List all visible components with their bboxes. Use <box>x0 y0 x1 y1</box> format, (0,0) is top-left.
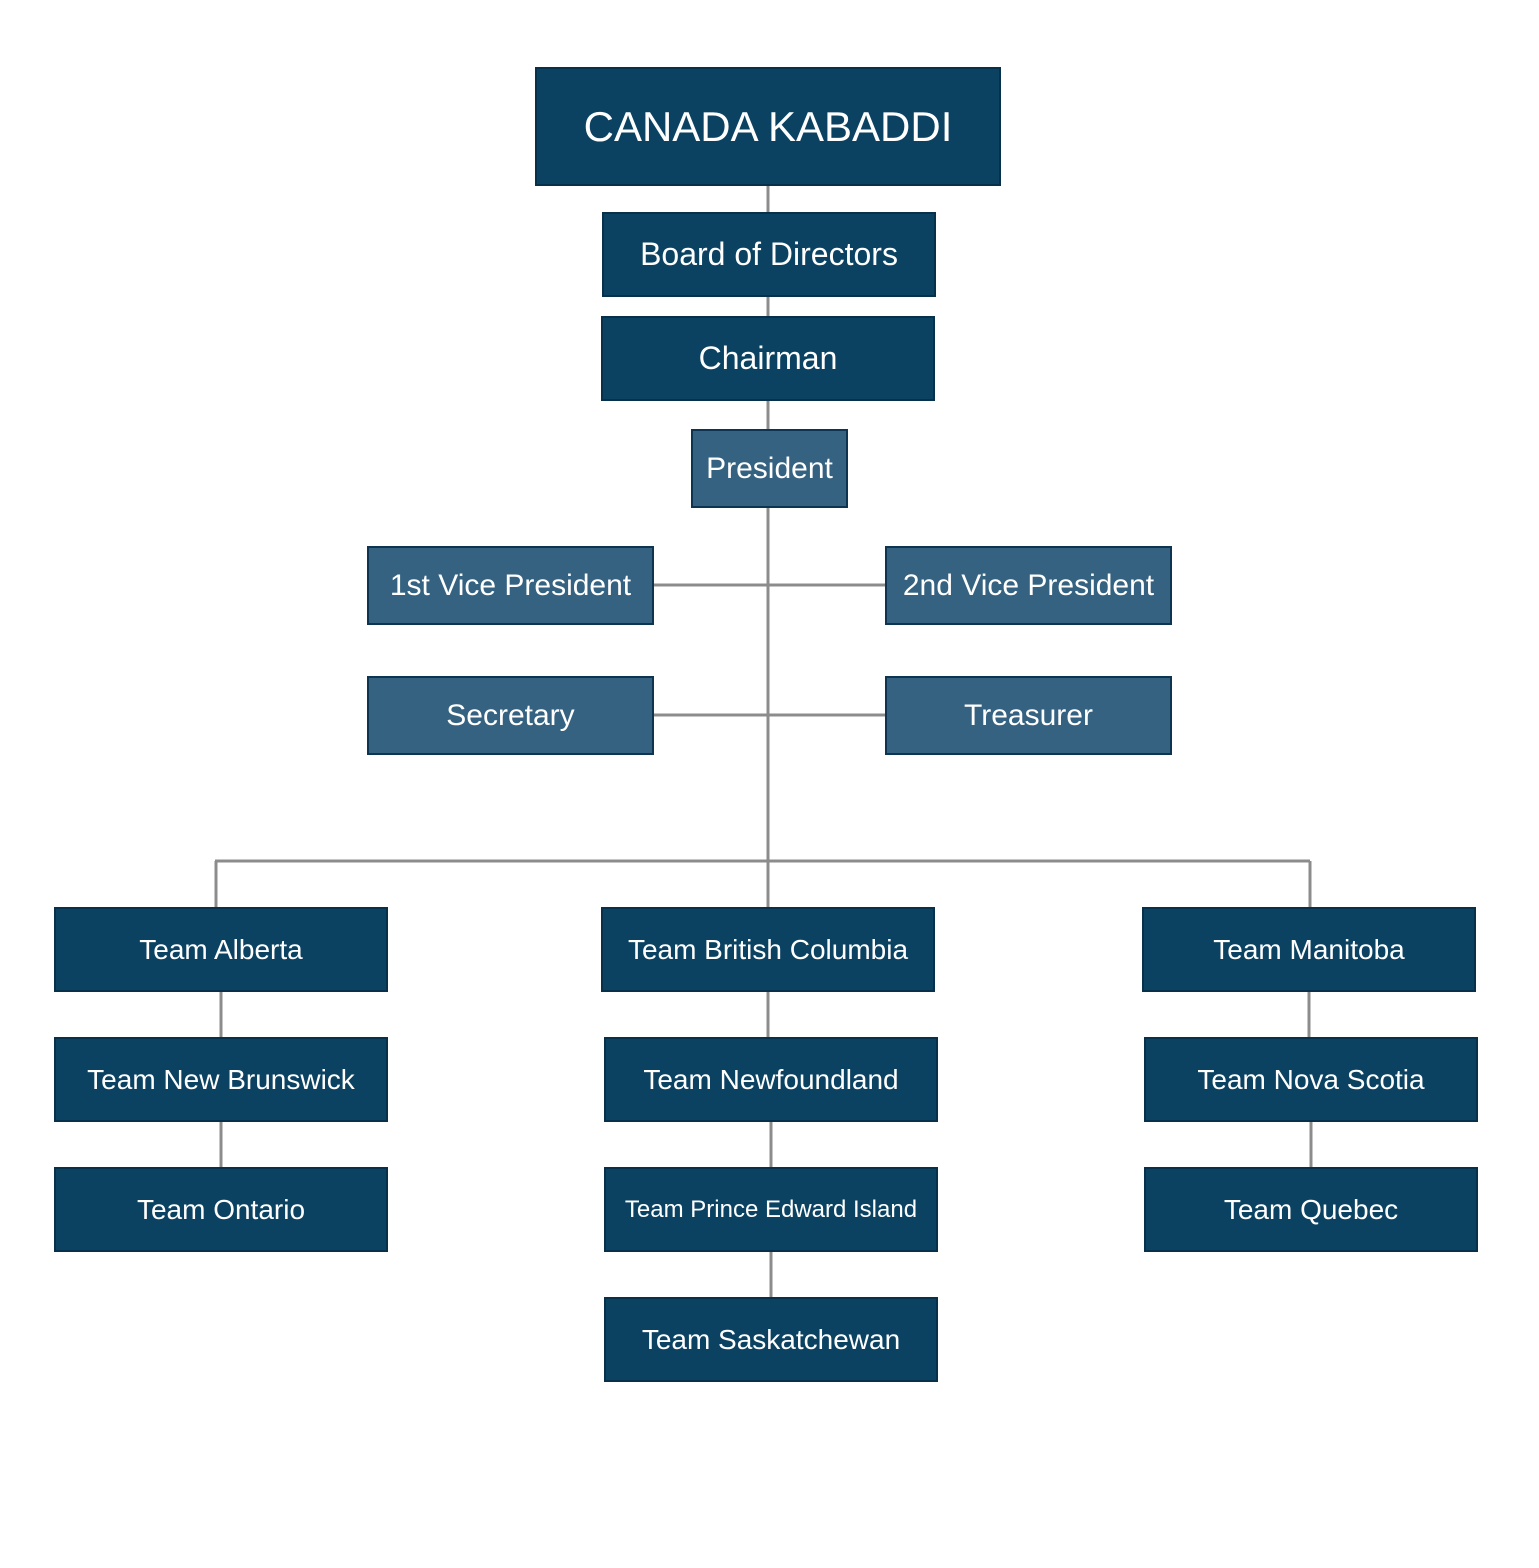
node-president: President <box>691 429 848 508</box>
node-1st-vice-president: 1st Vice President <box>367 546 654 625</box>
node-team-new-brunswick: Team New Brunswick <box>54 1037 388 1122</box>
node-team-manitoba: Team Manitoba <box>1142 907 1476 992</box>
node-team-newfoundland: Team Newfoundland <box>604 1037 938 1122</box>
node-root: CANADA KABADDI <box>535 67 1001 186</box>
node-team-prince-edward-island: Team Prince Edward Island <box>604 1167 938 1252</box>
node-team-alberta: Team Alberta <box>54 907 388 992</box>
node-2nd-vice-president: 2nd Vice President <box>885 546 1172 625</box>
node-team-nova-scotia: Team Nova Scotia <box>1144 1037 1478 1122</box>
node-team-ontario: Team Ontario <box>54 1167 388 1252</box>
node-team-saskatchewan: Team Saskatchewan <box>604 1297 938 1382</box>
node-secretary: Secretary <box>367 676 654 755</box>
node-board-of-directors: Board of Directors <box>602 212 936 297</box>
node-team-british-columbia: Team British Columbia <box>601 907 935 992</box>
node-chairman: Chairman <box>601 316 935 401</box>
node-treasurer: Treasurer <box>885 676 1172 755</box>
node-team-quebec: Team Quebec <box>1144 1167 1478 1252</box>
